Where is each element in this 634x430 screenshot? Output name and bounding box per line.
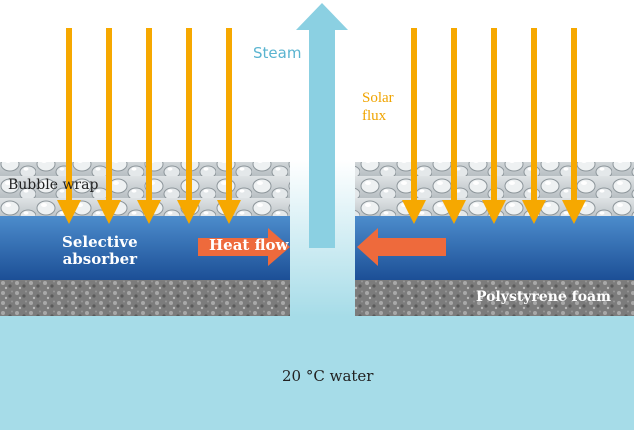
steam-label: Steam (253, 44, 302, 62)
solar-arrow (522, 28, 546, 224)
polystyrene-foam-label: Polystyrene foam (476, 289, 611, 305)
solar-arrow (97, 28, 121, 224)
selective-absorber-label-line1: Selective (62, 233, 138, 251)
selective-absorber-label-line2: absorber (62, 250, 138, 268)
water-label: 20 °C water (282, 367, 374, 385)
water-body (0, 316, 634, 430)
foam-left (0, 280, 290, 316)
solar-arrow (402, 28, 426, 224)
foam-right (355, 280, 634, 316)
heat-flow-label: Heat flow (209, 236, 289, 254)
heat-flow-arrow-left (198, 228, 290, 266)
solar-arrow (482, 28, 506, 224)
solar-arrow (562, 28, 586, 224)
solar-flux-label-line2: flux (362, 108, 387, 124)
solar-arrow (217, 28, 241, 224)
steam-arrow (296, 3, 348, 248)
solar-arrow (57, 28, 81, 224)
solar-arrows (57, 28, 586, 224)
solar-arrow (442, 28, 466, 224)
heat-flow-arrow-right (357, 228, 446, 266)
selective-absorber-label: Selective absorber (62, 234, 138, 268)
solar-arrow (177, 28, 201, 224)
solar-flux-label: Solar flux (362, 89, 394, 125)
bubble-wrap-label: Bubble wrap (8, 177, 99, 193)
solar-arrow (137, 28, 161, 224)
solar-flux-label-line1: Solar (362, 90, 394, 106)
